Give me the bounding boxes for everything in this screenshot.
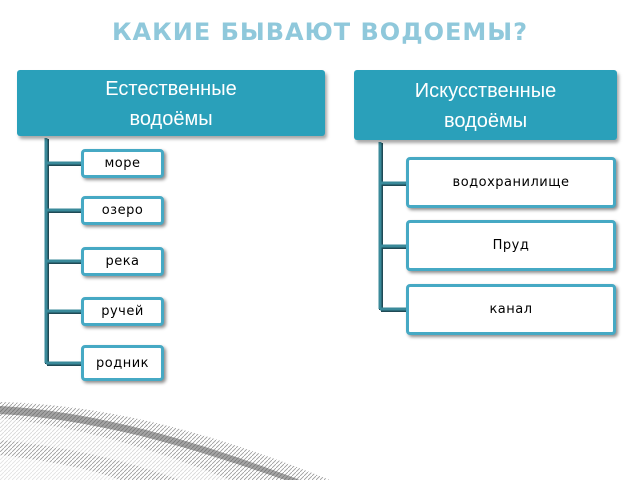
artificial-item-reservoir: водохранилище [406,157,616,208]
natural-header-line2: водоёмы [129,108,213,130]
artificial-connectors [378,142,407,312]
artificial-item-pond: Пруд [406,220,616,271]
artificial-item-canal: канал [406,284,616,335]
natural-item-stream: ручей [81,297,164,326]
natural-connectors [44,138,82,366]
page-title: КАКИЕ БЫВАЮТ ВОДОЕМЫ? [111,18,529,46]
natural-item-spring: родник [81,345,164,381]
natural-header-line1: Естественные [105,78,237,100]
natural-waters-header: Естественные водоёмы [17,70,325,136]
artificial-header-line1: Искусственные [414,80,557,102]
artificial-header-line2: водоёмы [443,110,528,132]
artificial-waters-header: Искусственные водоёмы [354,70,617,140]
natural-item-sea: море [81,149,164,178]
natural-item-lake: озеро [81,196,164,225]
natural-item-river: река [81,247,164,276]
